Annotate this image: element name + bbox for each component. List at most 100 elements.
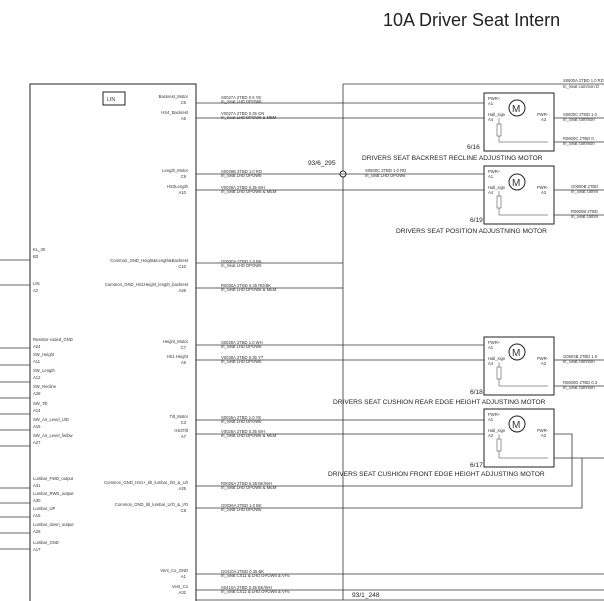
right-pin-loc: In_Seat LHD DPOW6 <box>221 419 262 424</box>
motor-backrest-hall: Hall_sign <box>488 112 506 117</box>
left-pin-number: A24 <box>33 344 41 349</box>
cross-ref-bottom: 93/1_248 <box>352 592 380 599</box>
right-pin-name: Common_GND_HS1+_tilt_lumbar_I/O_&_U/I <box>104 480 188 485</box>
far-wire-1-loc: In_Seat common <box>563 117 595 122</box>
right-pin-wire: S0026A 2TBD 1.0 YE <box>221 415 261 420</box>
right-pin-wire: S0028A 2TBD 1.0 WH <box>221 340 263 345</box>
right-pin-number: C8 <box>181 508 187 513</box>
right-pin-name: HS4_Backrest <box>161 110 189 115</box>
motor-rear-a3: A3 <box>541 361 547 366</box>
motor-rear-a4: A4 <box>488 361 494 366</box>
right-pin-wire: R0030A 2TBD 0.35 RD/BK <box>221 283 271 288</box>
motor-backrest-m: M <box>512 104 520 115</box>
right-pin-number: A26 <box>179 288 187 293</box>
motor-position-caption: DRIVERS SEAT POSITION ADJUSTNING MOTOR <box>396 228 547 235</box>
right-pin-name: Vent_Co <box>172 584 189 589</box>
right-pin-loc: In_Seat LHD DPOW6 & MEM <box>221 115 277 120</box>
left-pin-number: A15 <box>33 424 41 429</box>
right-pin-number: C6 <box>181 100 187 105</box>
motor-position-sheet: 6/19 <box>470 217 483 224</box>
far-wire-6: R0600D 2TBD 0.3 <box>563 380 598 385</box>
right-pin-name: Common_GND_HS1Height_length_backrest <box>105 282 189 287</box>
motor-rear-caption: DRIVERS SEAT CUSHION REAR EDGE HEIGHT AD… <box>333 399 546 406</box>
right-pin-number: A5 <box>181 116 187 121</box>
motor-position-pwr-minus: PWR- <box>537 185 549 190</box>
motor-rear-pwr: PWR+ <box>488 340 501 345</box>
left-pin-number: A12 <box>33 375 41 380</box>
right-pin-name: Length_Motor <box>162 168 188 173</box>
mid-wire-0: S0600C 2TBD 1.0 RD <box>365 168 406 173</box>
motor-backrest-a1: A1 <box>488 101 494 106</box>
left-pin-number: A15 <box>33 513 41 518</box>
motor-front-a3: A3 <box>541 433 547 438</box>
motor-backrest-sheet: 6/16 <box>467 144 480 151</box>
left-pin-number: B3 <box>33 254 39 259</box>
far-wire-4-loc: In_Seat comm <box>571 214 599 219</box>
left-pin-name: Lumbar_RWD_output <box>33 491 74 496</box>
right-pin-name: Tilt_Motor <box>170 414 189 419</box>
right-pin-name: Vent_Co_GND <box>160 568 188 573</box>
motor-rear-m: M <box>512 348 520 359</box>
left-pin-name: SW_Length <box>33 368 56 373</box>
right-pin-number: C10 <box>178 264 186 269</box>
right-pin-number: A7 <box>181 434 187 439</box>
far-wire-0: S0600A 2TBD 1.0 RD <box>563 78 604 83</box>
motor-backrest-caption: DRIVERS SEAT BACKREST RECLINE ADJUSTING … <box>362 155 543 162</box>
motor-front-hall: Hall_sign <box>488 428 506 433</box>
right-pin-loc: In_Seat LHD DPOW6 <box>221 173 262 178</box>
left-pin-name: SW_Tilt <box>33 401 48 406</box>
right-pin-wire: G0026A 2TBD 1.0 BK <box>221 503 262 508</box>
right-pin-loc: In_Seat LHD DPOW6 <box>221 263 262 268</box>
right-pin-number: C7 <box>181 345 187 350</box>
right-pin-name: HS1 Height <box>167 354 189 359</box>
far-wire-3: G0600B 2TBD <box>571 184 598 189</box>
right-pin-loc: In_Seat CX11 & LHD DPOW6 & VF5 <box>221 589 290 594</box>
left-pin-number: A11 <box>33 359 41 364</box>
motor-backrest-symbol <box>508 99 526 117</box>
right-pin-number: A1 <box>181 574 187 579</box>
far-wire-2: R0600C 2TBD 0. <box>563 136 595 141</box>
motor-backrest: M PWR+ A1 Hall_sign A4 PWR- A3 6/16 DRIV… <box>362 92 555 162</box>
diagram-title: 10A Driver Seat Intern <box>383 10 560 30</box>
left-pin-number: A17 <box>33 547 41 552</box>
motor-front-pwr-minus: PWR- <box>537 428 549 433</box>
left-pin-labels: KL_30B3LINA2Resistor-coded_GNDA24SW_Heig… <box>33 247 74 552</box>
cross-ref-top: 93/6_295 <box>308 160 336 167</box>
left-pin-number: A2 <box>33 288 39 293</box>
right-pin-name: Backrest_Motor <box>159 94 189 99</box>
motor-rear-sheet: 6/18 <box>470 389 483 396</box>
right-pin-wire: G0030A 2TBD 1.0 BK <box>221 259 262 264</box>
motor-rear-hall: Hall_sign <box>488 356 506 361</box>
left-pin-name: Lumbar_FWD_output <box>33 476 74 481</box>
right-pin-loc: In_Seat LHD DPOW6 <box>221 344 262 349</box>
motor-rear-a1: A1 <box>488 345 494 350</box>
right-pin-number: C9 <box>181 174 187 179</box>
left-pin-name: Lumbar_GND <box>33 540 59 545</box>
left-pin-number: A28 <box>33 391 41 396</box>
right-pin-name: HS3Tilt <box>174 428 188 433</box>
left-pin-name: SW_Air_Level_fw/bw <box>33 433 74 438</box>
ecu-module-box <box>29 83 197 601</box>
right-pin-wire: V0029A 2TBD 0.35 WH <box>221 185 265 190</box>
motor-backrest-pwr: PWR+ <box>488 96 501 101</box>
right-pin-loc: In_Seat LHD DPOW6 <box>221 507 262 512</box>
left-pin-name: Lumbar_UP <box>33 506 56 511</box>
right-pin-loc: In_Seat LHD DPOW6 & MEM <box>221 485 277 490</box>
mid-wire-0-loc: In_Seat LHD DPOW6 <box>365 173 406 178</box>
motor-rear-pwr-minus: PWR- <box>537 356 549 361</box>
motor-front-m: M <box>512 420 520 431</box>
right-pin-wire: V0027A 2TBD 0.35 GN <box>221 111 264 116</box>
right-pin-loc: In_Seat CX11 & LHD DPOW6 & VF5 <box>221 573 290 578</box>
right-pin-name: Height_Motor <box>163 339 189 344</box>
right-pin-number: A32 <box>179 590 187 595</box>
left-pin-name: Lumbar_down_output <box>33 522 74 527</box>
motor-position-hall: Hall_sign <box>488 185 506 190</box>
motor-front-pwr: PWR+ <box>488 412 501 417</box>
right-pin-loc: In_Seat LHD DPOW6 & MEM <box>221 189 277 194</box>
motor-position-a1: A1 <box>488 174 494 179</box>
left-pin-number: A29 <box>33 529 41 534</box>
right-pin-wire: S0410A 2TBD 0.35 BK/WH <box>221 585 272 590</box>
motor-front-a2: A2 <box>488 433 494 438</box>
